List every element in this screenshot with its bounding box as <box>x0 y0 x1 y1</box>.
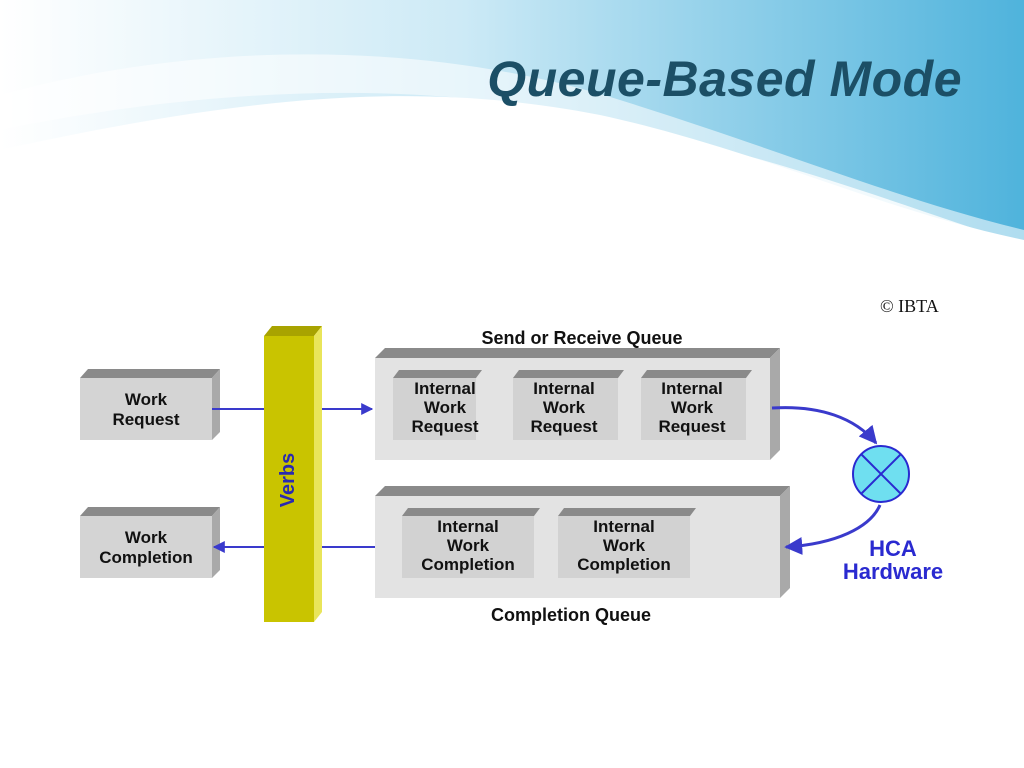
send-item-1-line1: Internal <box>414 379 475 398</box>
completion-queue-label: Completion Queue <box>491 605 651 625</box>
send-queue-label: Send or Receive Queue <box>481 328 682 348</box>
send-item-3-line2: Work <box>671 398 714 417</box>
send-item-1-line2: Work <box>424 398 467 417</box>
work-completion-line1: Work <box>125 528 168 547</box>
arrow-sendqueue-to-hca <box>771 406 878 445</box>
wave-highlight-2 <box>0 108 1024 260</box>
send-queue-item-1: Internal Work Request <box>393 370 482 440</box>
send-item-2-line1: Internal <box>533 379 594 398</box>
send-queue-item-3: Internal Work Request <box>641 370 752 440</box>
copyright-notice: © IBTA <box>880 296 939 316</box>
completion-item-1-line1: Internal <box>437 517 498 536</box>
arrow-hca-to-completionqueue <box>784 504 882 555</box>
work-completion-box: Work Completion <box>80 507 220 578</box>
completion-queue-item-1: Internal Work Completion <box>402 508 540 578</box>
send-item-3-line3: Request <box>658 417 725 436</box>
completion-item-2-line1: Internal <box>593 517 654 536</box>
completion-item-1-line2: Work <box>447 536 490 555</box>
hca-label-line1: HCA <box>869 536 917 561</box>
send-item-1-line3: Request <box>411 417 478 436</box>
work-request-line2: Request <box>112 410 179 429</box>
slide-title: Queue-Based Mode <box>487 51 962 107</box>
verbs-bar: Verbs <box>264 326 322 622</box>
hca-label-line2: Hardware <box>843 559 943 584</box>
work-completion-line2: Completion <box>99 548 193 567</box>
send-item-2-line3: Request <box>530 417 597 436</box>
completion-item-2-line2: Work <box>603 536 646 555</box>
verbs-label: Verbs <box>277 453 299 507</box>
completion-item-2-line3: Completion <box>577 555 671 574</box>
completion-queue-item-2: Internal Work Completion <box>558 508 696 578</box>
work-request-line1: Work <box>125 390 168 409</box>
completion-item-1-line3: Completion <box>421 555 515 574</box>
wave-highlight <box>0 54 1024 245</box>
hca-icon <box>852 445 910 503</box>
work-request-box: Work Request <box>80 369 220 440</box>
send-item-3-line1: Internal <box>661 379 722 398</box>
send-queue-item-2: Internal Work Request <box>513 370 624 440</box>
send-item-2-line2: Work <box>543 398 586 417</box>
